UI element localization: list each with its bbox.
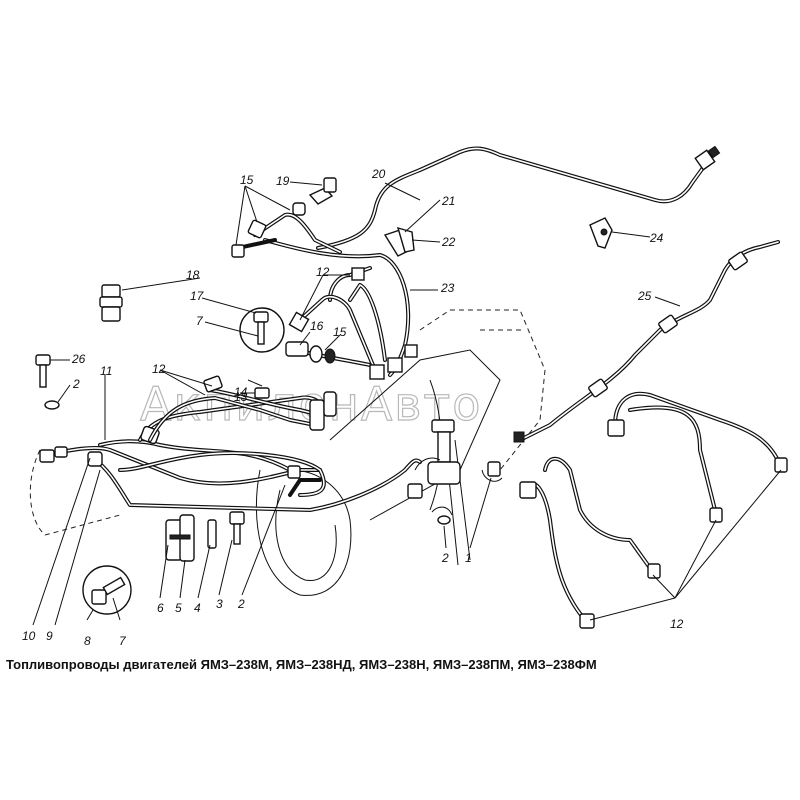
fuel-filter-connector [414, 419, 503, 525]
callout-16: 16 [310, 319, 324, 333]
callout-5: 5 [175, 601, 182, 615]
callout-15-mid: 15 [333, 325, 347, 339]
callout-19: 19 [276, 174, 290, 188]
callout-10: 10 [22, 629, 36, 643]
callout-numbers: 15 19 20 21 22 24 18 12 23 25 17 7 16 15… [22, 167, 684, 648]
callout-7-bottom: 7 [119, 634, 127, 648]
bracket-21-22 [383, 226, 415, 257]
callout-18: 18 [186, 268, 200, 282]
callout-24: 24 [649, 231, 664, 245]
fuel-pipe-top-left [231, 177, 342, 258]
bolt-17-detail [239, 307, 285, 353]
callout-23: 23 [440, 281, 455, 295]
bolt-8-detail [82, 565, 132, 615]
callout-2-bottom: 2 [237, 597, 245, 611]
callout-6: 6 [157, 601, 164, 615]
callout-11: 11 [100, 364, 112, 378]
engine-outline-left [29, 449, 121, 536]
fuel-pipe-20 [316, 145, 721, 250]
callout-12-right: 12 [670, 617, 684, 631]
callout-25: 25 [637, 289, 652, 303]
clamp-assembly-4-5-6 [165, 514, 217, 562]
engine-outline-mid [419, 309, 546, 471]
bolt-3 [229, 511, 245, 545]
callout-12-left: 12 [152, 362, 166, 376]
callout-12-top: 12 [316, 265, 330, 279]
callout-3: 3 [216, 597, 223, 611]
fuel-pipe-25 [513, 240, 780, 443]
callout-9: 9 [46, 629, 53, 643]
bracket-24 [589, 217, 613, 249]
callout-8: 8 [84, 634, 91, 648]
diagram-caption: Топливопроводы двигателей ЯМЗ–238М, ЯМЗ–… [6, 657, 597, 672]
fitting-16-15 [285, 341, 336, 364]
callout-26: 26 [71, 352, 86, 366]
engine-block [255, 349, 501, 596]
fuel-pipes-12-right [519, 391, 788, 629]
fuel-pipe-23 [263, 238, 418, 380]
callout-15-top: 15 [240, 173, 254, 187]
callout-2-center: 2 [441, 551, 449, 565]
callout-4: 4 [194, 601, 201, 615]
fitting-18 [99, 284, 123, 322]
fuel-pipe-12-middle [148, 375, 337, 442]
callout-2-left: 2 [72, 377, 80, 391]
callout-17: 17 [190, 289, 205, 303]
callout-20: 20 [371, 167, 386, 181]
callout-1: 1 [465, 551, 472, 565]
fuel-pipe-11 [39, 395, 423, 512]
callout-21: 21 [441, 194, 455, 208]
callout-7-top: 7 [196, 314, 204, 328]
callout-13: 13 [234, 390, 248, 404]
leader-lines [32, 181, 782, 626]
bolt-26 [35, 354, 60, 410]
callout-22: 22 [441, 235, 456, 249]
callout-14: 14 [234, 385, 248, 399]
